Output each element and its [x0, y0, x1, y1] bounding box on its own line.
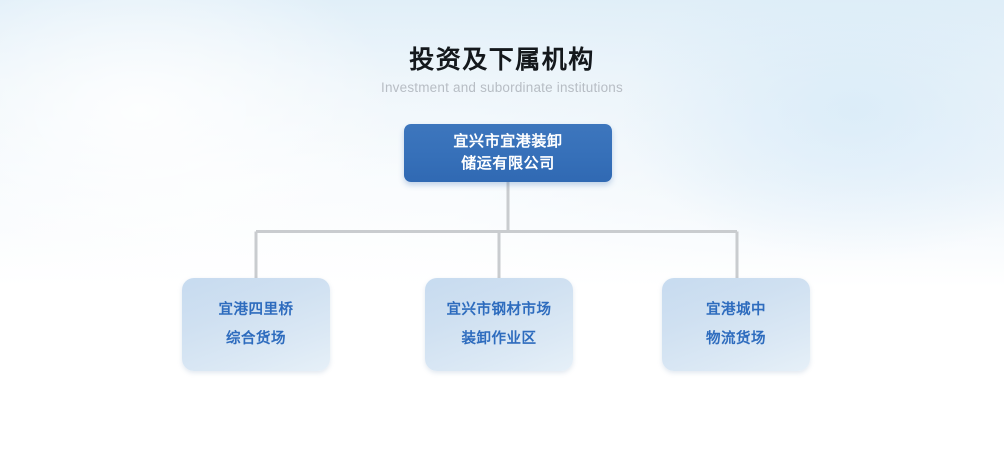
- org-node-child-0-line-2: 综合货场: [226, 330, 286, 347]
- org-node-child-2-line-1: 宜港城中: [706, 301, 766, 318]
- org-node-root-line-2: 储运有限公司: [461, 155, 555, 172]
- org-node-root-line-1: 宜兴市宜港装卸: [453, 133, 563, 150]
- background-glow-left: [0, 0, 400, 280]
- page-heading: 投资及下属机构 Investment and subordinate insti…: [0, 44, 1004, 96]
- background-glow-right: [624, 0, 1004, 260]
- org-node-child-0[interactable]: 宜港四里桥 综合货场: [182, 278, 330, 371]
- org-node-child-1-line-2: 装卸作业区: [461, 330, 537, 347]
- org-node-child-0-line-1: 宜港四里桥: [218, 301, 294, 318]
- org-node-child-2[interactable]: 宜港城中 物流货场: [662, 278, 810, 371]
- org-node-root[interactable]: 宜兴市宜港装卸 储运有限公司: [404, 124, 612, 182]
- org-node-child-1-line-1: 宜兴市钢材市场: [446, 301, 552, 318]
- org-node-child-2-line-2: 物流货场: [706, 330, 766, 347]
- page-title: 投资及下属机构: [409, 46, 595, 74]
- org-node-child-1[interactable]: 宜兴市钢材市场 装卸作业区: [425, 278, 573, 371]
- page-subtitle: Investment and subordinate institutions: [381, 80, 623, 95]
